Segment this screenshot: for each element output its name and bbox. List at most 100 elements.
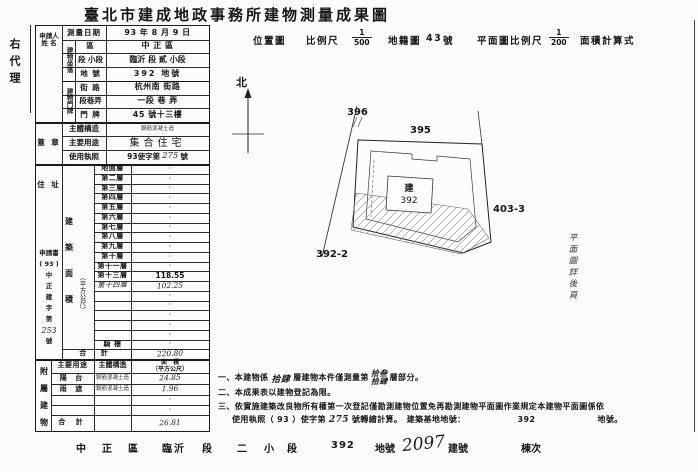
page-title: 臺北市建成地政事務所建物測量成果圖 bbox=[84, 6, 391, 24]
attached-use-header: 主要用途 bbox=[57, 361, 88, 370]
grid-line bbox=[94, 212, 209, 214]
note-1: 一、本建物係 拾肆 層建物本件僅測量第 拾叁 拾肆 層部分。 bbox=[218, 368, 424, 386]
floor-area-value: · bbox=[168, 232, 172, 241]
seal-label: 蓋 章 bbox=[37, 137, 61, 147]
page-right-border bbox=[694, 20, 695, 432]
grid-line bbox=[94, 203, 209, 204]
footer-district-unit: 區 bbox=[128, 444, 140, 455]
grid-line bbox=[51, 384, 209, 385]
floor-area-value: · bbox=[168, 310, 172, 319]
margin-divider bbox=[30, 25, 31, 113]
grid-line bbox=[75, 39, 76, 122]
parcel-label-403-3: 403-3 bbox=[493, 204, 525, 215]
form-table: 申請人 姓 名 測量日期 93 年 8 月 9 日 建物坐落 區 中 正 區 段… bbox=[35, 25, 210, 432]
lane-alley-label: 段巷弄 bbox=[79, 96, 102, 106]
footer-subsection-unit: 段 bbox=[287, 444, 299, 455]
grid-line bbox=[94, 320, 209, 321]
grid-line bbox=[94, 251, 209, 253]
grid-line bbox=[62, 136, 209, 137]
floor-area-value: · bbox=[168, 173, 172, 183]
cadastral-map-number: 43 bbox=[426, 33, 443, 44]
grid-line bbox=[94, 164, 95, 431]
attached-total-label: 合 計 bbox=[58, 418, 87, 427]
boundary-line bbox=[321, 105, 358, 258]
attached-building-group-label: 附 屬 建 物 bbox=[40, 367, 48, 427]
footer-building-sequence-label: 棟次 bbox=[521, 444, 541, 455]
divider bbox=[36, 122, 209, 124]
area-formula-label: 面積計算式 bbox=[580, 36, 636, 47]
application-number-hw: 253 bbox=[41, 326, 57, 335]
footer-subsection: 小 bbox=[264, 444, 276, 455]
building-char-label: 建 bbox=[404, 182, 414, 194]
section-value: 臨沂 段 貳 小段 bbox=[129, 54, 186, 64]
location-map-label: 位置圖 bbox=[253, 36, 287, 47]
floor-area-value: · bbox=[168, 261, 172, 271]
footer-section-name: 臨沂 bbox=[162, 444, 186, 455]
floor-area-value: · bbox=[168, 202, 172, 212]
floor-area-value: · bbox=[168, 329, 172, 339]
boundary-tick bbox=[352, 116, 358, 128]
grid-line bbox=[62, 53, 209, 55]
plan-scale-label: 平面圖比例尺 bbox=[477, 36, 544, 47]
attached-row-structure: 鋼筋混凝土造 bbox=[95, 375, 129, 382]
divider bbox=[36, 359, 209, 361]
cadastral-map-unit: 號 bbox=[443, 36, 455, 47]
floor-row-label: 第八層 bbox=[101, 232, 124, 241]
structure-label: 主體構造 bbox=[69, 123, 99, 133]
floor-area-value: · bbox=[168, 319, 172, 329]
north-label: 北 bbox=[236, 75, 247, 89]
door-number-label: 門 牌 bbox=[80, 110, 101, 120]
grid-line bbox=[94, 290, 209, 292]
lane-alley-value: 一段 巷 弄 bbox=[137, 96, 178, 106]
note-3-line-1: 三、依實施建築改良物所有權第一次登記僅勘測建物位置免再勘測建物平面圖作業規定本建… bbox=[218, 402, 605, 411]
footer-district: 中 bbox=[76, 444, 88, 455]
district-value: 中 正 區 bbox=[141, 41, 174, 51]
grid-line bbox=[51, 395, 209, 396]
floor-area-value: · bbox=[168, 241, 172, 251]
floor-row-label: 第二層 bbox=[101, 173, 124, 182]
note-3-line-2: 使用執照（ 93 ）使字第 275 號轉繪計算。 建築基地地號： 392 地號。 bbox=[232, 414, 623, 425]
street-value: 杭州南 街路 bbox=[134, 82, 181, 92]
scale1-denominator: 500 bbox=[352, 37, 372, 47]
floor-row-label-handwritten: 第十四層 bbox=[97, 280, 128, 290]
grid-line bbox=[51, 405, 209, 406]
area-unit-label: （平方公尺） bbox=[78, 274, 86, 313]
grid-line bbox=[51, 373, 209, 374]
note-2: 二、本成果表以建物登記為限。 bbox=[218, 388, 336, 397]
floor-row-label: 第六層 bbox=[101, 212, 124, 221]
floor-row-label: 地面層 bbox=[101, 164, 124, 173]
parcel-label-396: 396 bbox=[347, 107, 368, 118]
attached-row-use: 雨 遮 bbox=[59, 384, 86, 393]
floor-area-value: · bbox=[168, 290, 172, 300]
floor-area-value: · bbox=[168, 300, 172, 310]
divider bbox=[36, 164, 209, 166]
scale-fraction-200: 1 200 bbox=[549, 28, 569, 47]
note-1-floors-total-hw: 拾肆 bbox=[271, 375, 291, 385]
lot-number-label: 地 號 bbox=[80, 68, 101, 78]
floor-row-label: 第十三層 bbox=[97, 271, 128, 280]
note-3-license-no-hw: 275 bbox=[328, 414, 349, 425]
floor-row-label: 第十一層 bbox=[97, 261, 128, 270]
floor-area-value: · bbox=[168, 183, 172, 193]
scale2-numerator: 1 bbox=[556, 28, 562, 37]
building-number-label: 392 bbox=[400, 196, 417, 206]
floor-row-label: 第九層 bbox=[101, 242, 124, 251]
grid-line bbox=[62, 108, 209, 110]
survey-date-label: 測量日期 bbox=[67, 27, 101, 37]
floor-area-value: · bbox=[168, 222, 172, 232]
floor-row-label bbox=[94, 291, 131, 301]
application-number-block: 申請書 ( 93 ) 中 正 建 字 第 253 號 bbox=[39, 249, 59, 345]
arcade-row-label: 騎 樓 bbox=[103, 339, 122, 348]
grid-line bbox=[94, 261, 209, 263]
address-label: 住 址 bbox=[37, 179, 61, 189]
scale-label: 比例尺 bbox=[306, 36, 340, 47]
hatched-area bbox=[350, 192, 490, 255]
grid-line bbox=[131, 164, 132, 431]
grid-line bbox=[62, 94, 209, 96]
floor-row-label bbox=[94, 301, 131, 311]
margin-label-right-agent: 右代理 bbox=[8, 38, 21, 89]
grid-line bbox=[94, 183, 209, 185]
floor-area-value: · bbox=[168, 193, 172, 202]
footer-subsection-no: 二 bbox=[237, 444, 249, 455]
